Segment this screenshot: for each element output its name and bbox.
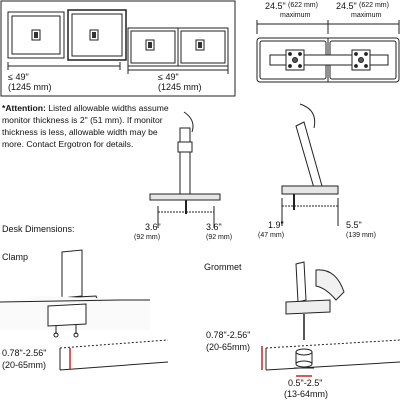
monitor-a-left [7,11,65,59]
offset-left-a-mm: (92 mm) [134,234,161,241]
max-right-value: 24.5" [336,1,357,11]
grommet-hole [295,348,313,356]
grommet-hole: 0.5"-2.5" [288,378,323,388]
clamp-body [47,303,87,327]
max-left-label: maximum [280,12,311,19]
clamp-thickness: 0.78"-2.56" [2,348,47,358]
grommet-thickness: 0.78"-2.56" [206,330,251,340]
desk-slab-right [266,340,400,396]
max-right-label: maximum [351,12,382,19]
clamp-label: Clamp [2,252,29,262]
offset-right-a-mm: (47 mm) [258,232,285,239]
offset-right-a: 1.9" [268,220,284,230]
monitor-configs-frame [0,0,236,97]
width-right-mm: (1245 mm) [158,82,202,92]
max-left-value: 24.5" [265,1,286,11]
offset-left-b-mm: (92 mm) [206,234,233,241]
grommet-pole [295,261,307,303]
offset-right-b-mm: (139 mm) [346,232,376,239]
attention-line-1: monitor thickness is 2" (51 mm). If moni… [2,115,163,125]
attention-line-3: more. Contact Ergotron for details. [2,139,134,149]
crossbar [269,54,389,66]
attention-line-0: Listed allowable widths assume [45,103,169,113]
clamp-pole [61,249,83,299]
offset-right-b: 5.5" [346,220,362,230]
width-left-mm: (1245 mm) [8,82,52,92]
width-left-value: ≤ 49" [8,72,29,82]
grommet-label: Grommet [204,262,242,272]
width-right-value: ≤ 49" [158,72,179,82]
attention-line-2: thickness is less, allowable width may b… [2,127,158,137]
max-left-mm: (622 mm) [288,2,318,9]
grommet-hole-mm: (13-64mm) [284,389,329,399]
max-right-mm: (622 mm) [359,2,389,9]
clamp-thickness-mm: (20-65mm) [2,360,47,370]
desk-slab-left [60,340,168,398]
attention-prefix: *Attention: [2,103,46,113]
offset-left-b: 3.6" [206,222,222,232]
attention-note: *Attention: Listed allowable widths assu… [2,102,182,150]
grommet-thickness-mm: (20-65mm) [206,342,251,352]
offset-left-a: 3.6" [145,222,161,232]
arm-pole-right [295,121,323,189]
desk-heading: Desk Dimensions: [2,224,75,234]
